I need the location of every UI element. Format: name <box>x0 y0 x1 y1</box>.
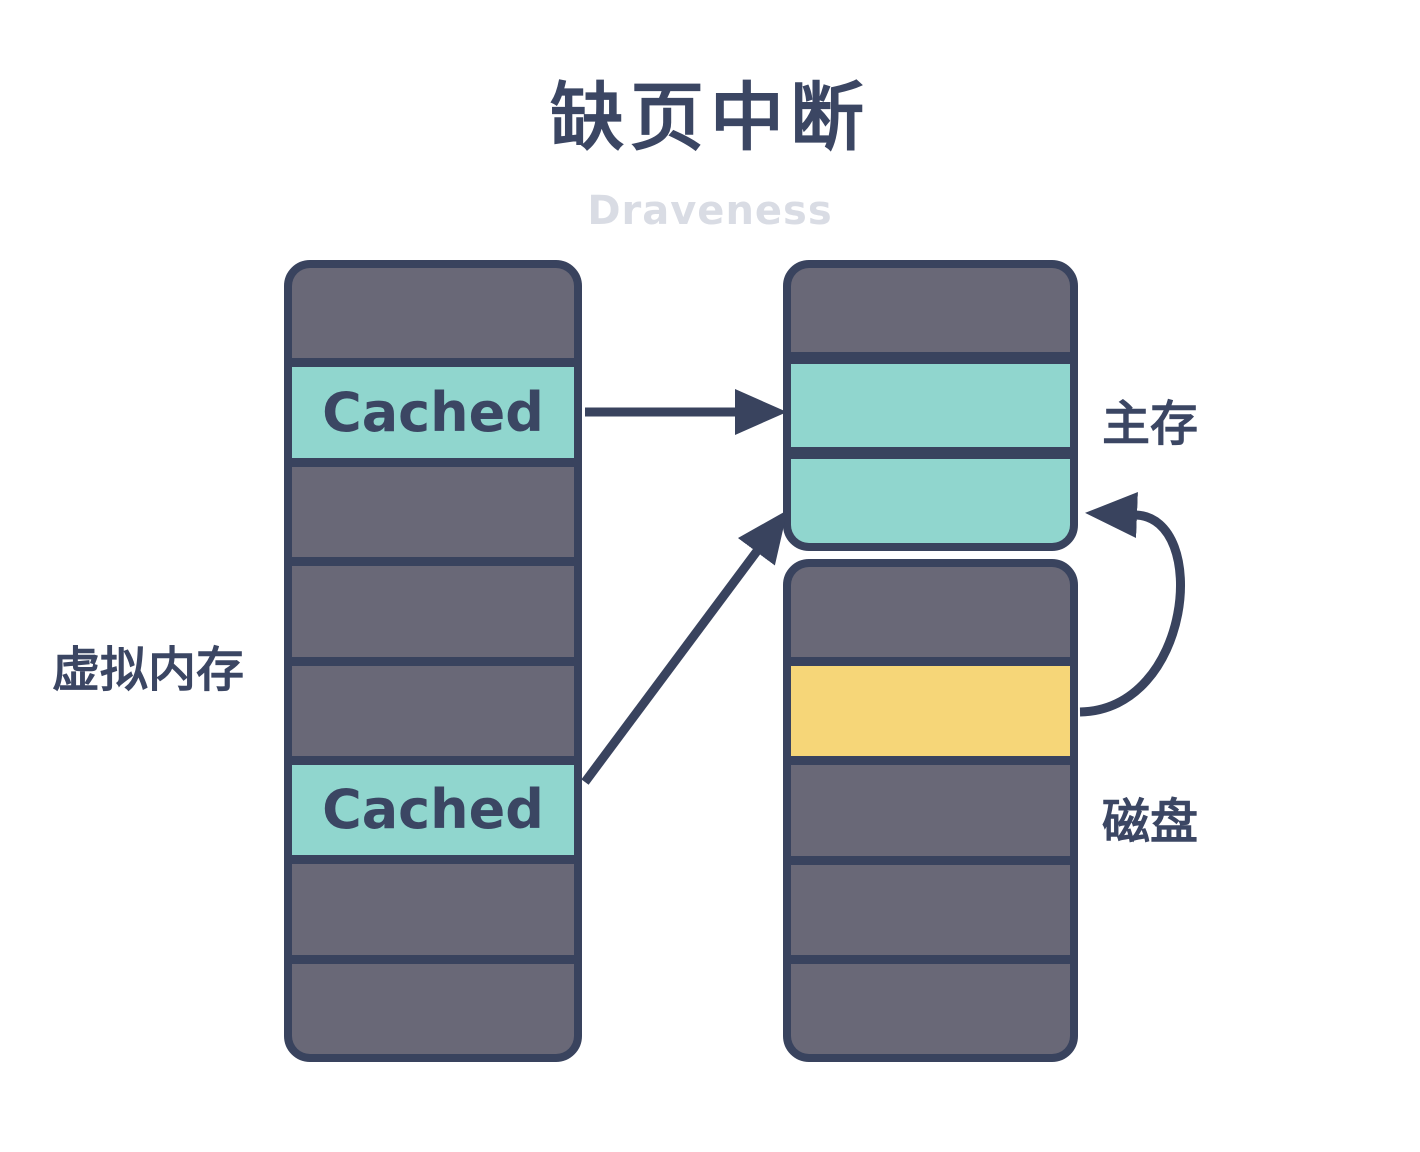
cached-text: Cached <box>322 778 544 842</box>
memory-segment-teal-cached: Cached <box>292 764 574 856</box>
memory-segment-teal-cached: Cached <box>292 367 574 458</box>
memory-segment-gray <box>791 765 1070 856</box>
memory-segment-gray <box>791 963 1070 1054</box>
memory-segment-teal <box>791 459 1070 543</box>
cached-text: Cached <box>322 380 544 444</box>
memory-segment-gray <box>292 466 574 558</box>
memory-segment-gray <box>292 665 574 756</box>
memory-segment-teal <box>791 363 1070 448</box>
memory-segment-gray <box>292 566 574 657</box>
memory-segment-gray <box>791 567 1070 658</box>
memory-segment-gray <box>791 864 1070 955</box>
page-title: 缺页中断 <box>550 75 870 161</box>
main-memory-label: 主存 <box>1102 396 1199 452</box>
memory-segment-yellow <box>791 666 1070 757</box>
memory-segment-gray <box>791 268 1070 352</box>
memory-segment-gray <box>292 963 574 1054</box>
main-memory-box <box>783 260 1078 551</box>
memory-segment-gray <box>292 864 574 955</box>
arrow-disk-to-main-memory <box>1079 492 1186 717</box>
memory-segment-gray <box>292 268 574 359</box>
disk-box <box>783 559 1078 1062</box>
arrow-cached2-to-main-memory <box>581 510 788 785</box>
disk-label: 磁盘 <box>1102 794 1199 850</box>
virtual-memory-label: 虚拟内存 <box>52 642 245 698</box>
subtitle-watermark: Draveness <box>587 188 833 234</box>
